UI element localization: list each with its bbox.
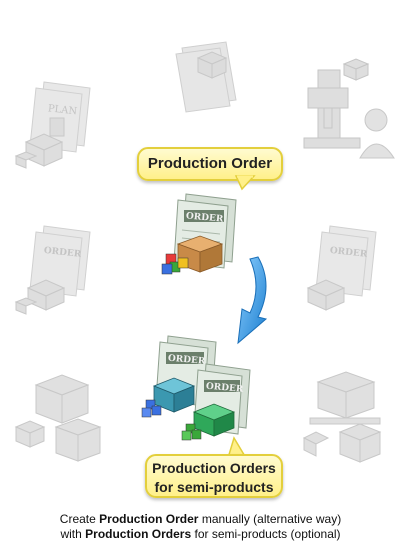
faded-order-label: ORDER [43, 246, 82, 260]
faded-order-right-icon: ORDER [306, 225, 377, 311]
caption-bold: Production Orders [85, 527, 192, 541]
flow-arrow-icon [237, 256, 268, 345]
caption-line-1: Create Production Order manually (altern… [0, 512, 401, 527]
faded-boxes-left-icon [14, 374, 102, 462]
faded-order-left-icon: ORDER [14, 225, 91, 315]
faded-documents-icon [175, 41, 237, 113]
caption-line-2: with Production Orders for semi-products… [0, 527, 401, 542]
caption-text: with [60, 527, 86, 541]
plan-label: PLAN [47, 103, 78, 117]
semi-products-callout-line1: Production Orders [152, 460, 276, 476]
faded-plan-icon: PLAN [14, 81, 91, 169]
caption-text: Create [59, 512, 100, 526]
semi-products-callout-line2: for semi-products [154, 479, 274, 495]
caption-text: for semi-products (optional) [191, 527, 341, 541]
faded-pallet-right-icon [302, 371, 382, 463]
semi-products-callout: Production Orders for semi-products [145, 454, 283, 498]
semi-order-label-2: ORDER [205, 382, 244, 395]
production-order-callout: Production Order [137, 147, 283, 181]
callout-tail [234, 175, 256, 191]
semi-product-orders-icon: ORDER ORDER [141, 335, 251, 441]
order-label: ORDER [185, 211, 224, 224]
caption-text: manually (alternative way) [198, 512, 342, 526]
semi-order-label-1: ORDER [167, 354, 206, 367]
faded-machine-worker-icon [303, 58, 395, 159]
production-order-callout-text: Production Order [147, 155, 273, 172]
production-order-document-icon: ORDER [161, 193, 237, 275]
faded-order-label: ORDER [329, 246, 368, 260]
caption-bold: Production Order [99, 512, 199, 526]
